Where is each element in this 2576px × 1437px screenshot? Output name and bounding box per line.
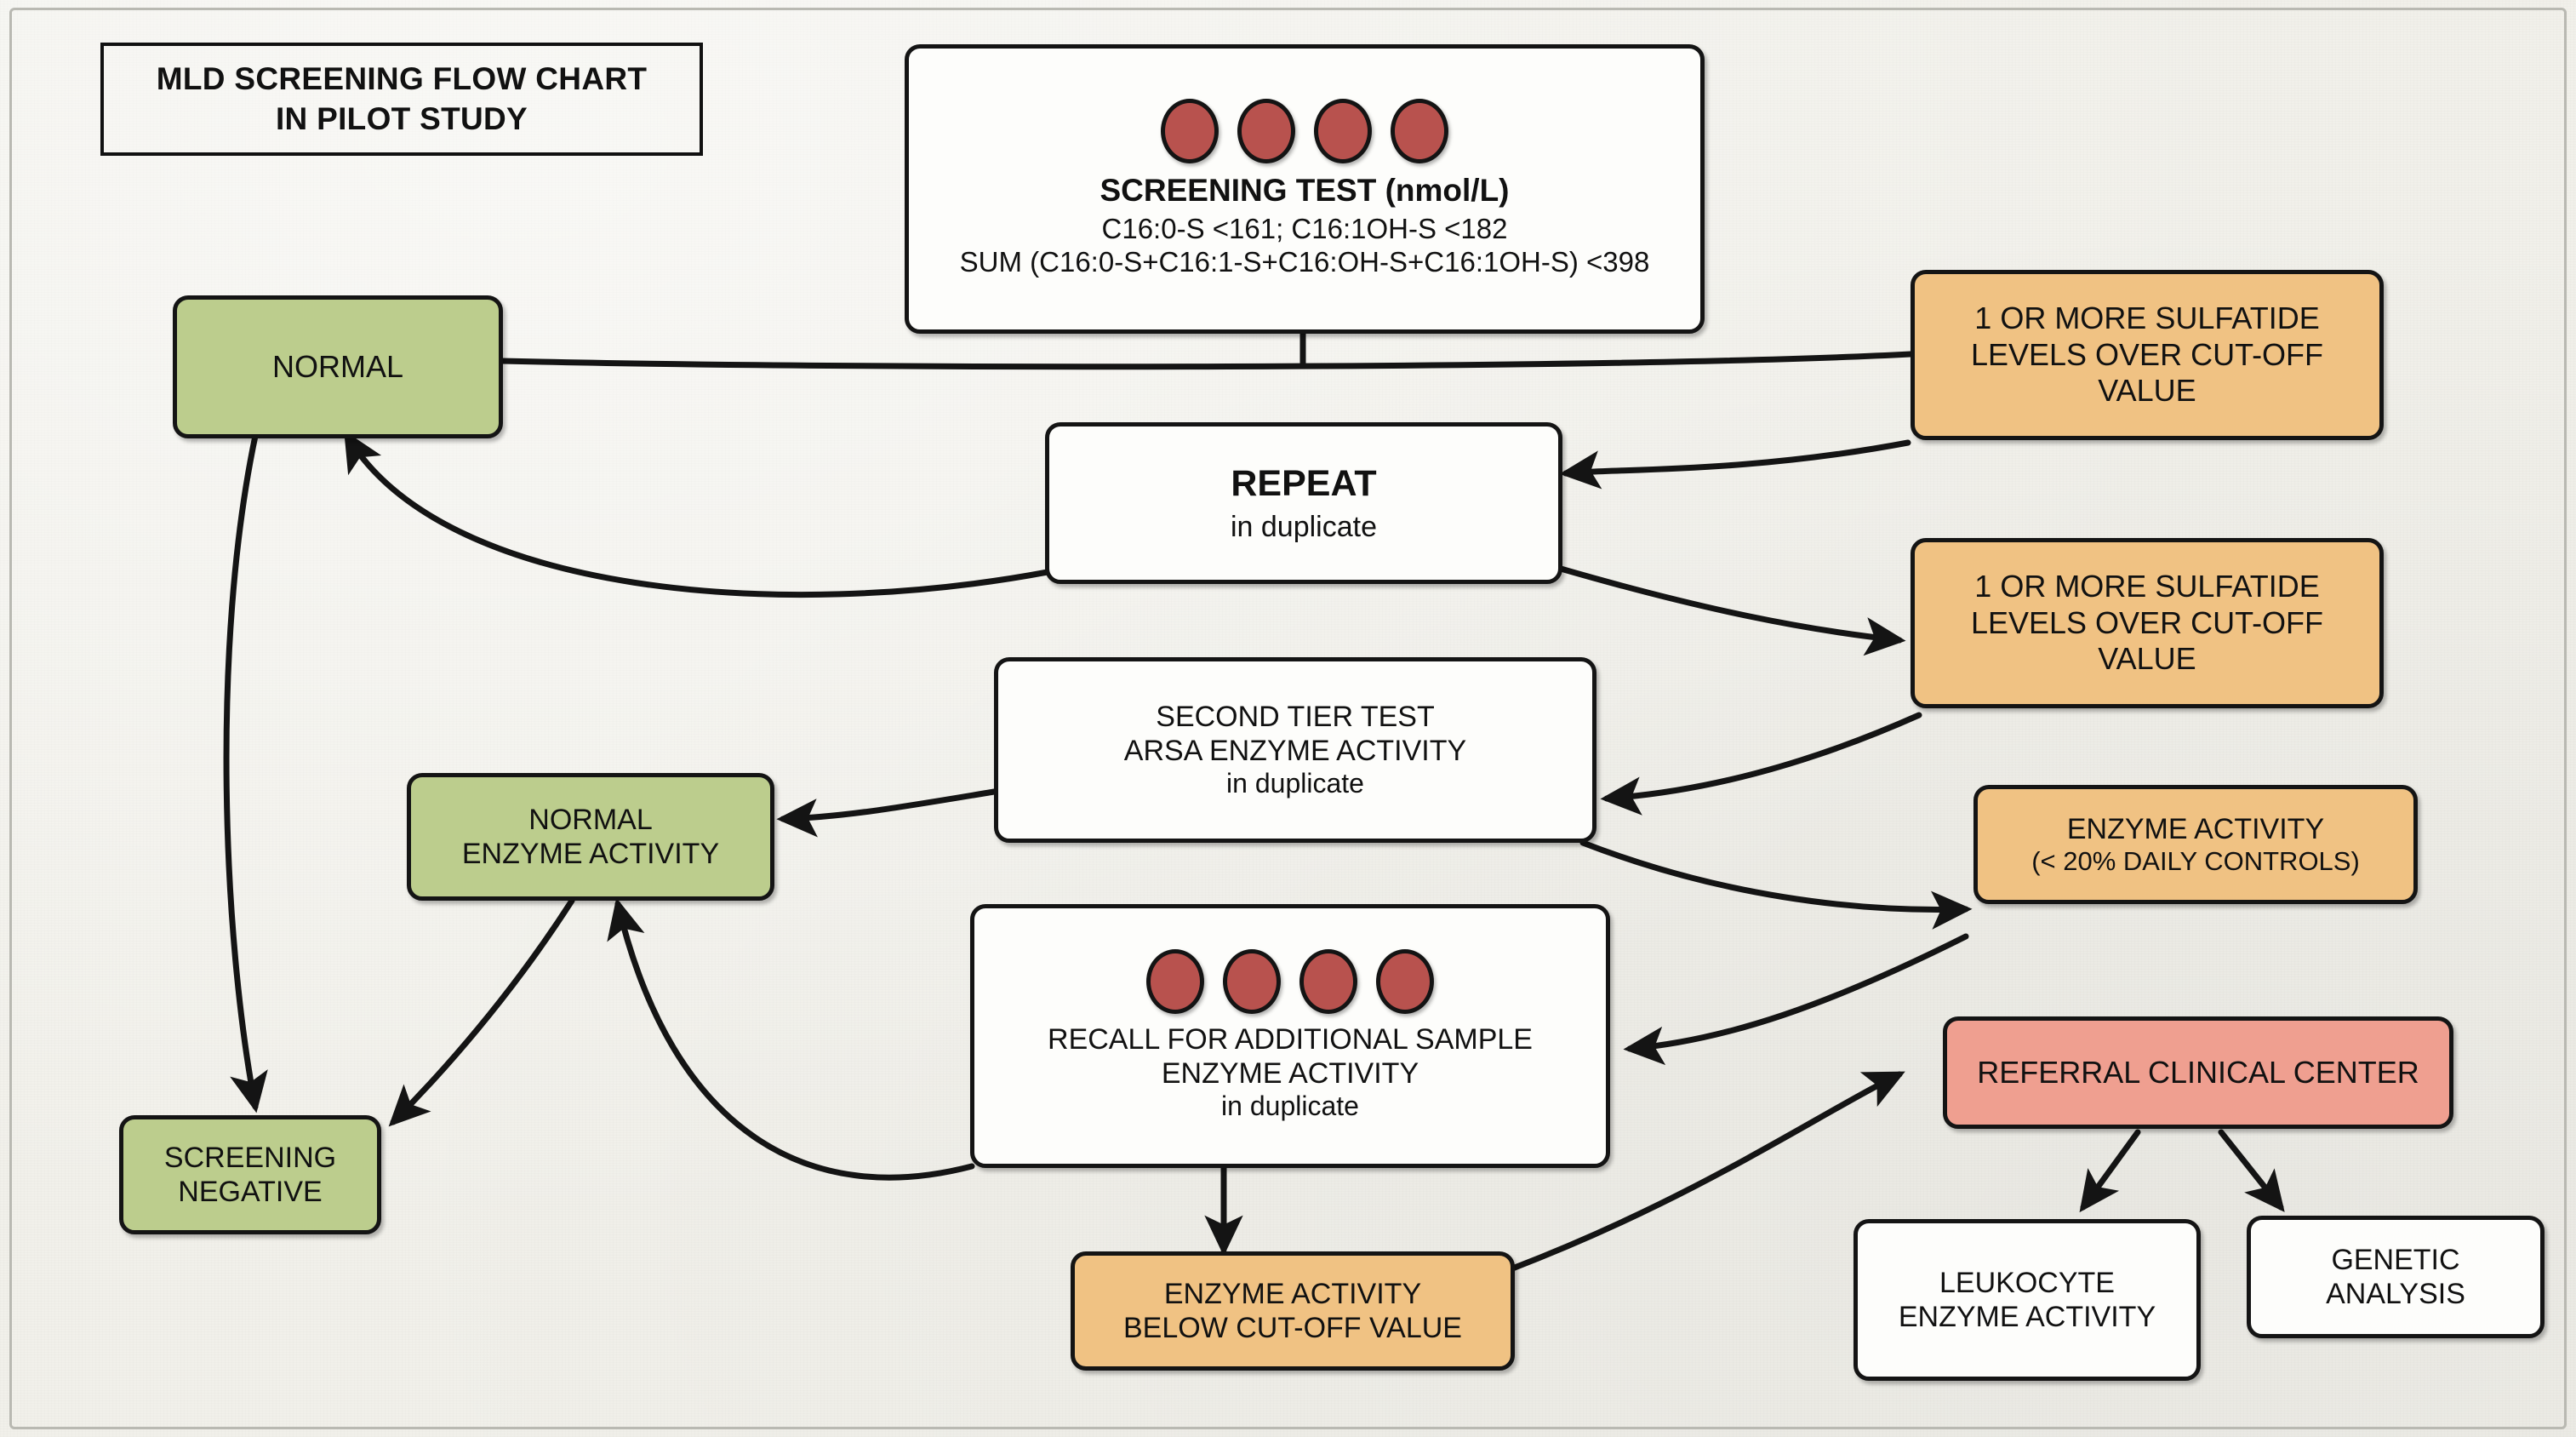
- genetic-line1: GENETIC: [2331, 1243, 2460, 1276]
- leukocyte-line1: LEUKOCYTE: [1939, 1266, 2115, 1299]
- enzymebelow-line2: BELOW CUT-OFF VALUE: [1123, 1312, 1462, 1344]
- sulfatide2-line2: LEVELS OVER CUT-OFF: [1970, 604, 2324, 640]
- blood-spot-dot-icon: [1299, 949, 1357, 1015]
- screening-test-line1: SCREENING TEST (nmol/L): [1100, 172, 1510, 208]
- recall-line3: in duplicate: [1221, 1091, 1359, 1122]
- node-recall-additional-sample[interactable]: RECALL FOR ADDITIONAL SAMPLE ENZYME ACTI…: [970, 904, 1610, 1168]
- node-screening-negative[interactable]: SCREENING NEGATIVE: [119, 1115, 381, 1234]
- chart-title-line1: MLD SCREENING FLOW CHART: [156, 61, 648, 97]
- edge-enzymebelowcutoff-to-referral: [1448, 1071, 1905, 1294]
- edge-enzymelow-to-recall: [1623, 933, 1969, 1066]
- secondtier-line2: ARSA ENZYME ACTIVITY: [1123, 735, 1467, 768]
- edge-secondtier-to-normalenzyme: [776, 788, 997, 838]
- enzymebelow-line1: ENZYME ACTIVITY: [1163, 1277, 1422, 1310]
- sulfatide1-line2: LEVELS OVER CUT-OFF: [1970, 336, 2324, 372]
- screening-test-line3: SUM (C16:0-S+C16:1-S+C16:OH-S+C16:1OH-S)…: [959, 246, 1650, 278]
- genetic-line2: ANALYSIS: [2326, 1278, 2465, 1310]
- sulfatide1-line1: 1 OR MORE SULFATIDE: [1974, 301, 2320, 336]
- edge-secondtier-to-enzymelow: [1579, 839, 1973, 930]
- node-genetic-analysis[interactable]: GENETIC ANALYSIS: [2247, 1216, 2545, 1338]
- node-leukocyte-enzyme-activity[interactable]: LEUKOCYTE ENZYME ACTIVITY: [1853, 1219, 2201, 1381]
- node-second-tier-test[interactable]: SECOND TIER TEST ARSA ENZYME ACTIVITY in…: [994, 657, 1596, 843]
- screening-test-dot-group: [1161, 98, 1448, 163]
- repeat-line1: REPEAT: [1231, 462, 1377, 504]
- recall-line1: RECALL FOR ADDITIONAL SAMPLE: [1048, 1023, 1533, 1056]
- blood-spot-dot-icon: [1237, 98, 1295, 163]
- enzymelow-line1: ENZYME ACTIVITY: [2066, 812, 2325, 845]
- sulfatide2-line1: 1 OR MORE SULFATIDE: [1974, 569, 2320, 604]
- edge-referral-to-genetic: [2218, 1129, 2285, 1212]
- blood-spot-dot-icon: [1146, 949, 1204, 1015]
- normalenzyme-line2: ENZYME ACTIVITY: [461, 838, 720, 870]
- blood-spot-dot-icon: [1314, 98, 1372, 163]
- leukocyte-line2: ENZYME ACTIVITY: [1898, 1301, 2156, 1333]
- recall-line2: ENZYME ACTIVITY: [1161, 1057, 1419, 1091]
- blood-spot-dot-icon: [1391, 98, 1448, 163]
- node-sulfatide-over-cutoff-1[interactable]: 1 OR MORE SULFATIDE LEVELS OVER CUT-OFF …: [1911, 270, 2384, 440]
- node-repeat[interactable]: REPEAT in duplicate: [1045, 422, 1562, 584]
- edge-orange1-to-repeat: [1559, 439, 1911, 489]
- node-sulfatide-over-cutoff-2[interactable]: 1 OR MORE SULFATIDE LEVELS OVER CUT-OFF …: [1911, 538, 2384, 708]
- secondtier-line1: SECOND TIER TEST: [1156, 701, 1435, 734]
- edge-normalenzyme-to-screeningnegative: [388, 897, 575, 1127]
- enzymelow-line2: (< 20% DAILY CONTROLS): [2031, 845, 2360, 876]
- repeat-line2: in duplicate: [1230, 511, 1377, 544]
- screeningnegative-line2: NEGATIVE: [178, 1176, 323, 1208]
- referral-label: REFERRAL CLINICAL CENTER: [1977, 1054, 2419, 1090]
- node-screening-test[interactable]: SCREENING TEST (nmol/L) C16:0-S <161; C1…: [905, 44, 1705, 334]
- normal-label: NORMAL: [271, 348, 404, 384]
- node-enzyme-activity-low[interactable]: ENZYME ACTIVITY (< 20% DAILY CONTROLS): [1973, 785, 2418, 904]
- recall-dot-group: [1146, 949, 1434, 1015]
- node-referral-clinical-center[interactable]: REFERRAL CLINICAL CENTER: [1943, 1016, 2453, 1129]
- sulfatide1-line3: VALUE: [2098, 373, 2196, 409]
- sulfatide2-line3: VALUE: [2098, 641, 2196, 677]
- edge-repeat-to-orange2: [1557, 565, 1906, 656]
- blood-spot-dot-icon: [1376, 949, 1434, 1015]
- chart-title-line2: IN PILOT STUDY: [275, 100, 528, 136]
- blood-spot-dot-icon: [1161, 98, 1219, 163]
- node-enzyme-below-cutoff[interactable]: ENZYME ACTIVITY BELOW CUT-OFF VALUE: [1071, 1251, 1515, 1371]
- edge-screeningtest-to-normal-and-orange1: [499, 351, 1914, 370]
- normalenzyme-line1: NORMAL: [528, 803, 653, 836]
- screeningnegative-line1: SCREENING: [163, 1141, 337, 1174]
- edge-orange2-to-secondtier: [1600, 712, 1922, 816]
- edge-normal-to-screeningnegative: [223, 432, 268, 1114]
- secondtier-line3: in duplicate: [1226, 768, 1364, 799]
- edge-recall-to-normalenzyme: [607, 897, 975, 1181]
- edge-referral-to-leukocyte: [2079, 1129, 2141, 1213]
- screening-test-line2: C16:0-S <161; C16:1OH-S <182: [1101, 213, 1508, 245]
- node-normal[interactable]: NORMAL: [173, 295, 503, 438]
- chart-title-box: MLD SCREENING FLOW CHART IN PILOT STUDY: [100, 43, 703, 156]
- edge-repeat-to-normal: [344, 430, 1051, 598]
- node-normal-enzyme-activity[interactable]: NORMAL ENZYME ACTIVITY: [407, 773, 774, 901]
- blood-spot-dot-icon: [1223, 949, 1281, 1015]
